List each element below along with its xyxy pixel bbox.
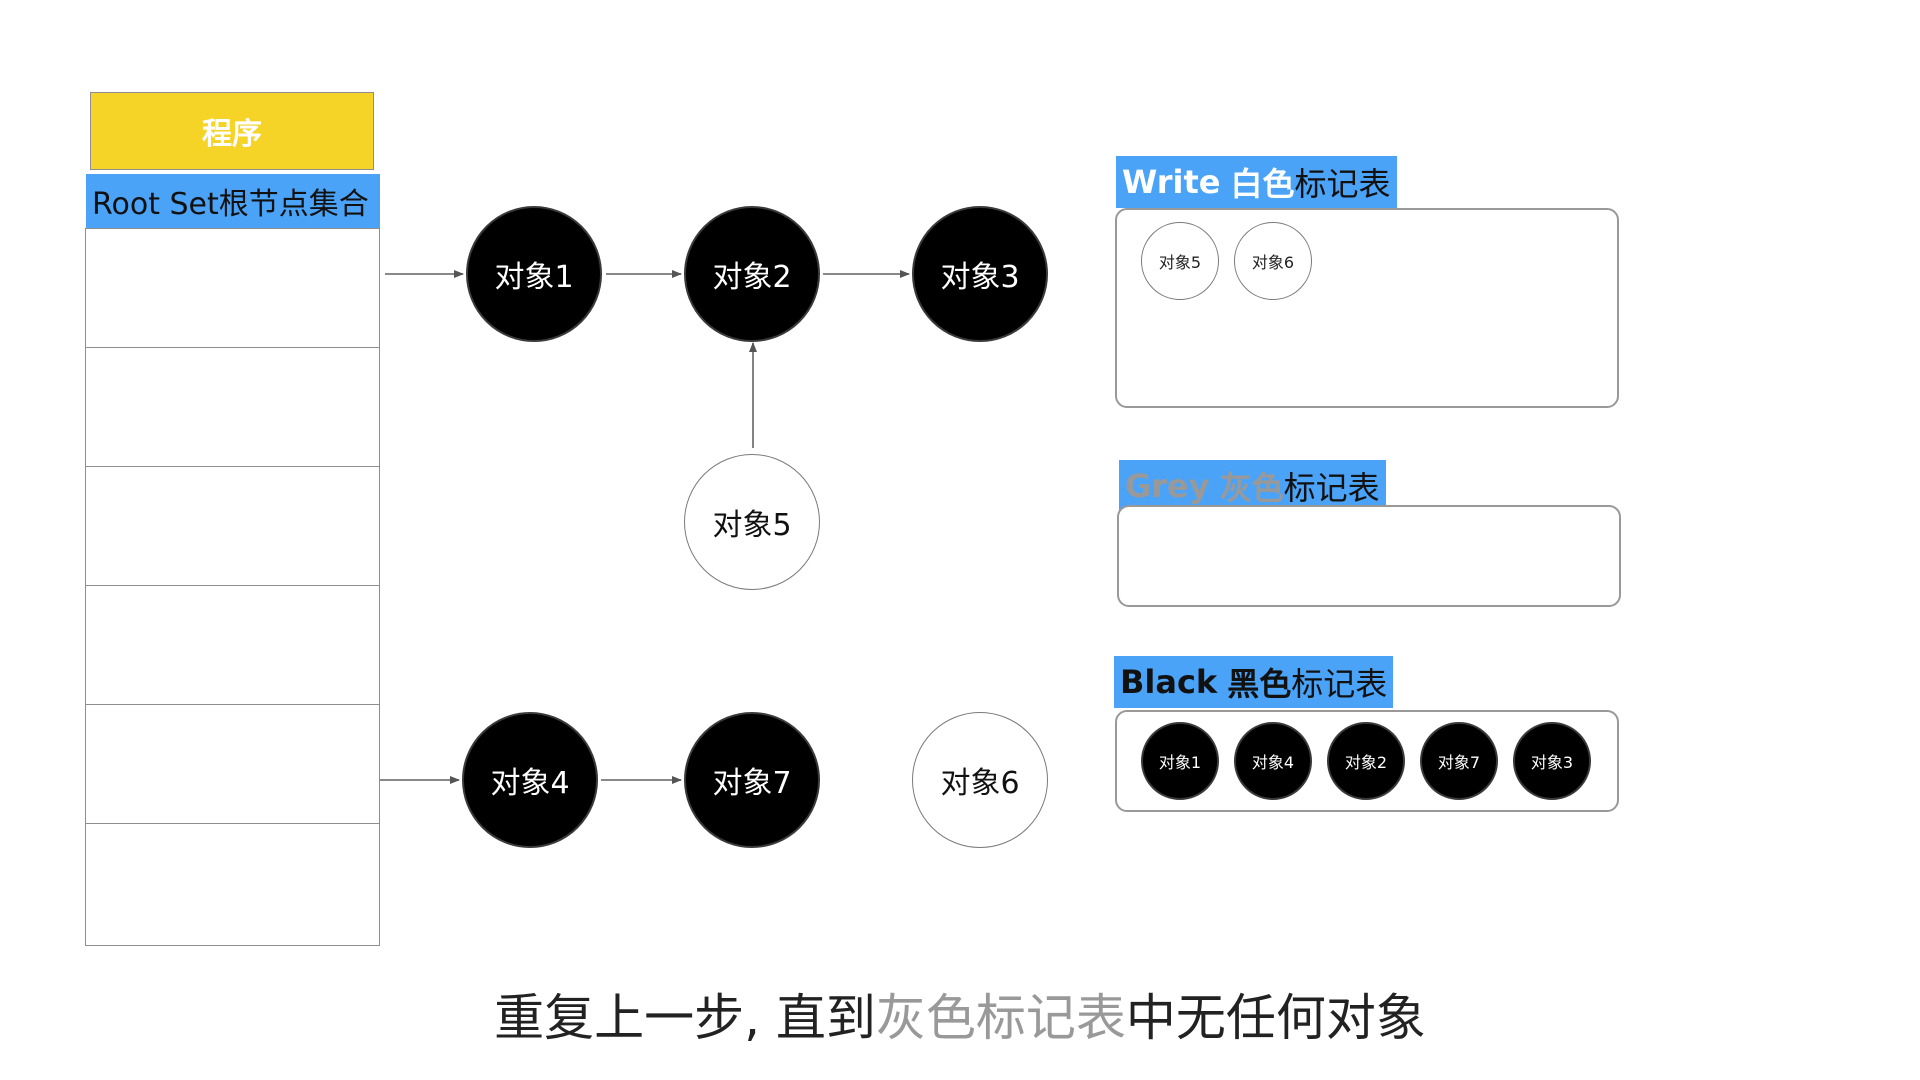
node-obj3: 对象3: [912, 206, 1048, 342]
black-table-header: Black 黑色 标记表: [1114, 656, 1394, 708]
root-set-row: [86, 229, 379, 348]
node-obj3-label: 对象3: [940, 260, 1020, 295]
black-item: 对象2: [1327, 722, 1405, 800]
black-item-label: 对象1: [1158, 753, 1202, 772]
black-item: 对象7: [1420, 722, 1498, 800]
node-obj4-label: 对象4: [490, 766, 570, 801]
white-item-label: 对象6: [1251, 253, 1295, 272]
white-item-label: 对象5: [1158, 253, 1202, 272]
node-obj5-label: 对象5: [712, 508, 792, 543]
program-label: 程序: [202, 117, 262, 152]
grey-table-color-word: 灰色: [1219, 469, 1284, 507]
black-item: 对象1: [1141, 722, 1219, 800]
root-set-label: Root Set根节点集合: [92, 187, 369, 222]
black-item-label: 对象7: [1437, 753, 1481, 772]
grey-table-box: [1117, 505, 1621, 607]
node-obj6: 对象6: [912, 712, 1048, 848]
grey-table-header: Grey 灰色 标记表: [1119, 460, 1386, 512]
root-set-row: [86, 586, 379, 705]
black-table-box: 对象1 对象4 对象2 对象7 对象3: [1115, 710, 1619, 812]
caption-suffix: 中无任何对象: [1125, 989, 1426, 1047]
caption: 重复上一步, 直到灰色标记表中无任何对象: [0, 978, 1920, 1050]
white-table-color-word: 白色: [1230, 165, 1295, 203]
caption-prefix: 重复上一步, 直到: [494, 989, 876, 1047]
node-obj1: 对象1: [466, 206, 602, 342]
node-obj4: 对象4: [462, 712, 598, 848]
node-obj2-label: 对象2: [712, 260, 792, 295]
root-set-row: [86, 467, 379, 586]
black-item-label: 对象3: [1530, 753, 1574, 772]
white-item: 对象5: [1141, 222, 1219, 300]
black-table-suffix: 标记表: [1291, 665, 1388, 703]
root-set-row: [86, 348, 379, 467]
black-table-en: Black: [1120, 663, 1218, 701]
root-set-header: Root Set根节点集合: [86, 174, 380, 228]
black-item: 对象4: [1234, 722, 1312, 800]
black-item-label: 对象2: [1344, 753, 1388, 772]
grey-table-en: Grey: [1125, 467, 1210, 505]
node-obj2: 对象2: [684, 206, 820, 342]
root-set-row: [86, 705, 379, 824]
program-box: 程序: [90, 92, 374, 170]
caption-highlight: 灰色标记表: [875, 989, 1126, 1047]
grey-table-suffix: 标记表: [1283, 469, 1380, 507]
white-table-box: 对象5 对象6: [1115, 208, 1619, 408]
white-table-en: Write: [1122, 163, 1221, 201]
black-table-color-word: 黑色: [1227, 665, 1292, 703]
node-obj5: 对象5: [684, 454, 820, 590]
node-obj1-label: 对象1: [494, 260, 574, 295]
root-set-table: [85, 228, 380, 946]
node-obj6-label: 对象6: [940, 766, 1020, 801]
black-item-label: 对象4: [1251, 753, 1295, 772]
white-item: 对象6: [1234, 222, 1312, 300]
white-table-suffix: 标记表: [1294, 165, 1391, 203]
node-obj7-label: 对象7: [712, 766, 792, 801]
black-item: 对象3: [1513, 722, 1591, 800]
white-table-header: Write 白色 标记表: [1116, 156, 1397, 208]
node-obj7: 对象7: [684, 712, 820, 848]
